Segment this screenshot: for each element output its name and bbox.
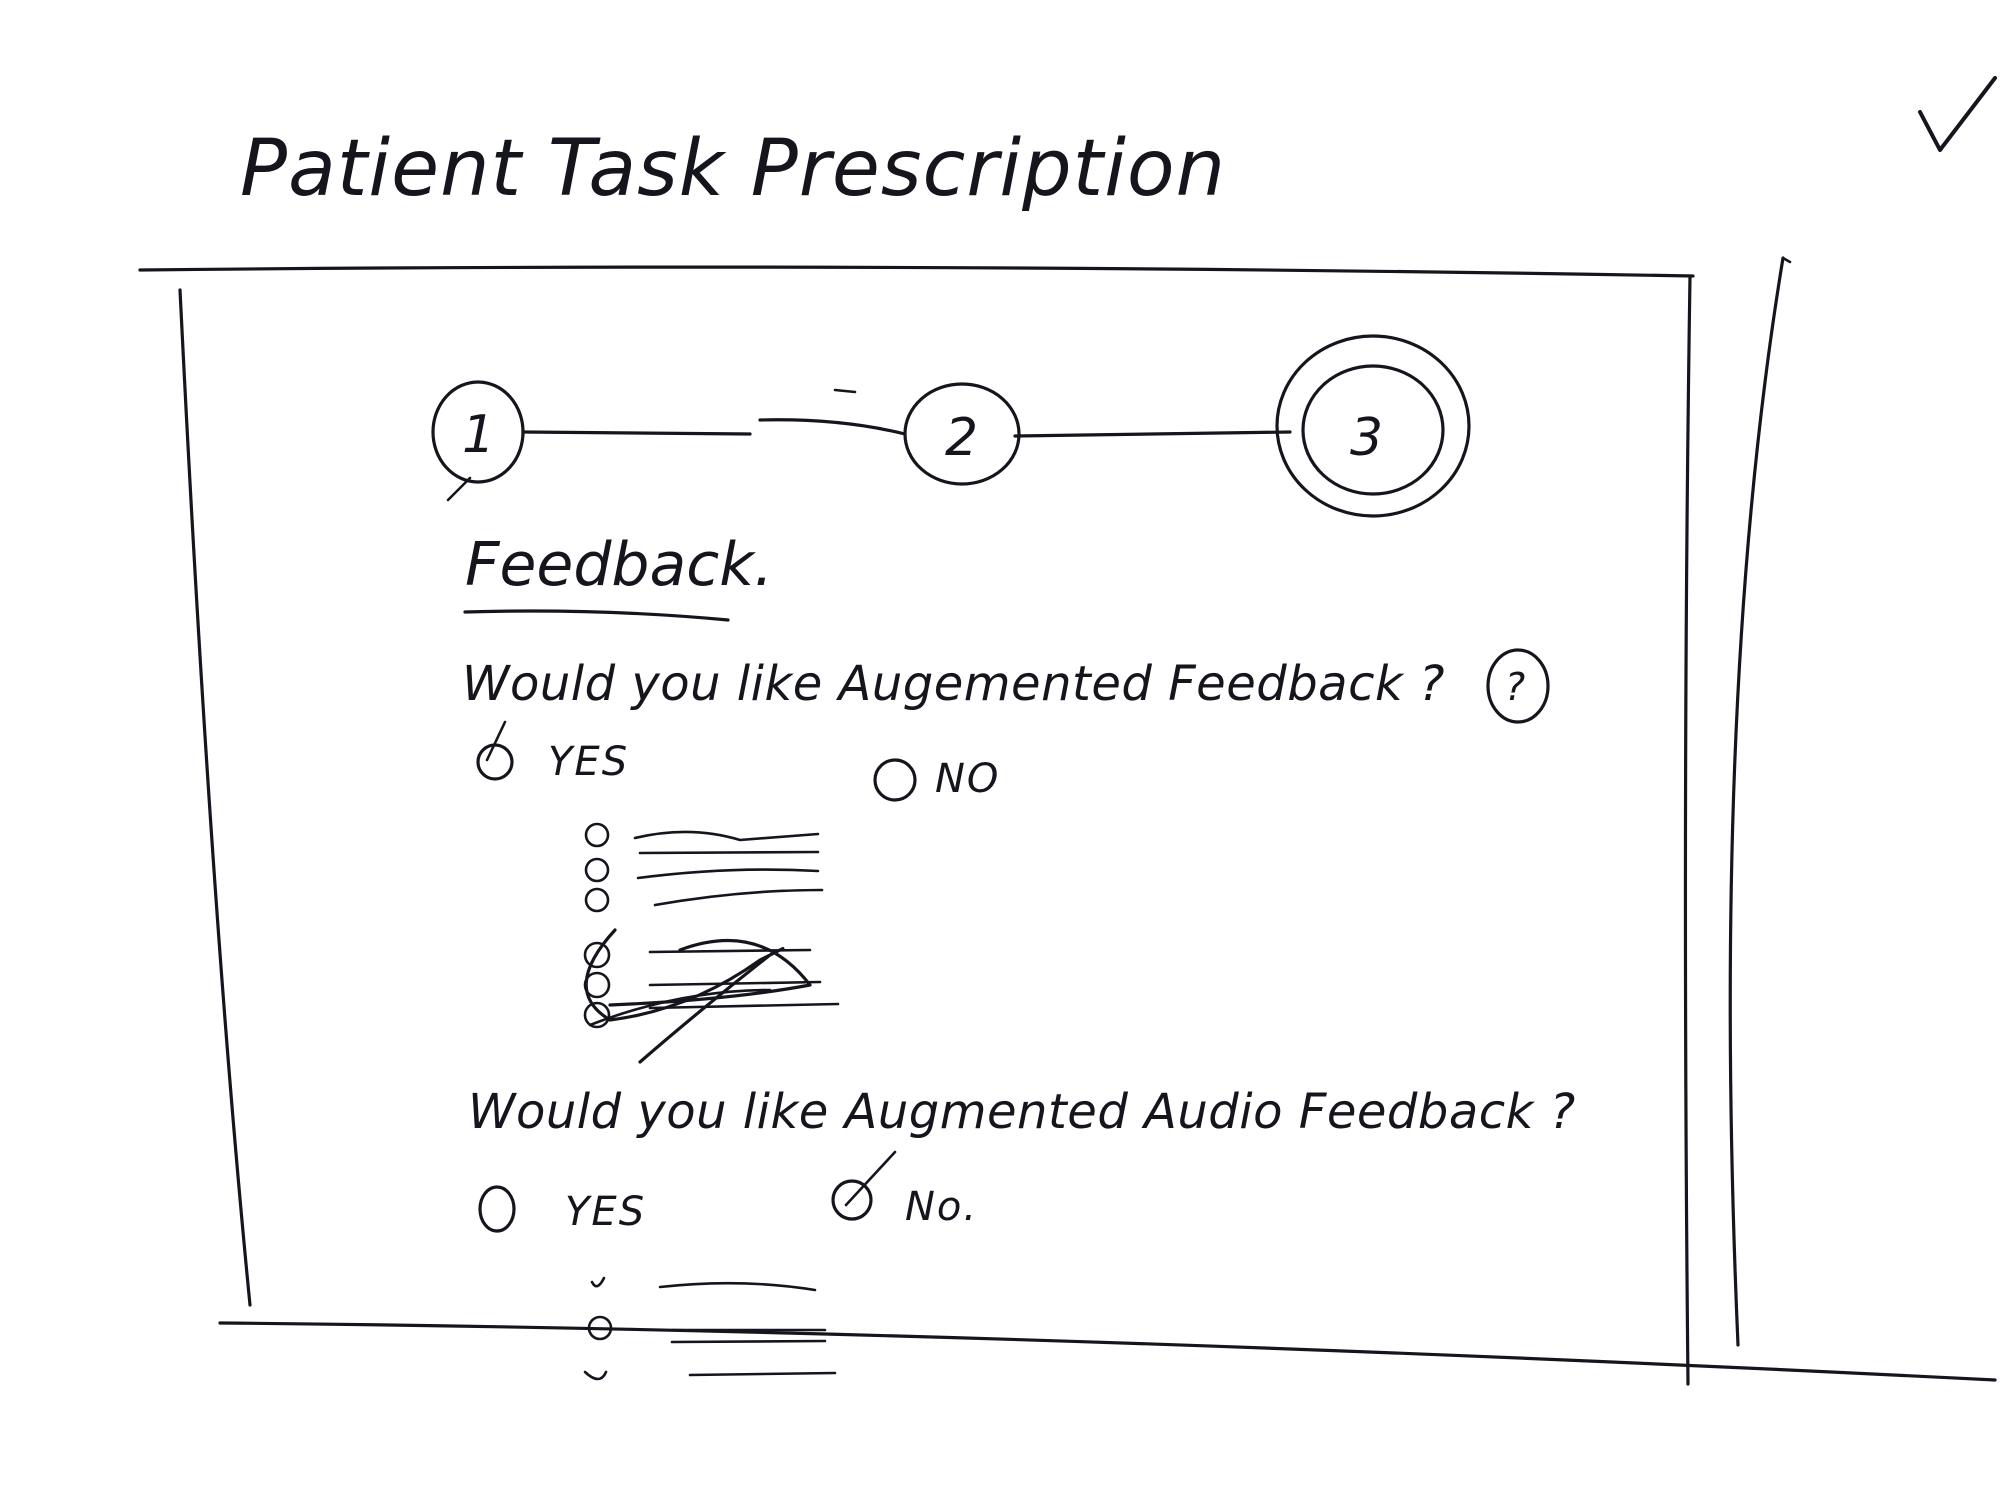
sub-option-3[interactable] (584, 887, 824, 913)
step-3-label: 3 (1350, 408, 1383, 468)
question-augmented-feedback-text: Would you like Augemented Feedback ? (462, 656, 1445, 712)
page-title: Patient Task Prescription (240, 124, 1226, 214)
radio-audio-yes-circle (478, 1185, 516, 1233)
step-2[interactable]: 2 (903, 382, 1021, 486)
radio-audio-selected-tick (844, 1150, 897, 1207)
radio-no-circle (873, 758, 917, 802)
radio-yes-circle (476, 743, 514, 781)
sub-option-1[interactable] (584, 822, 820, 855)
question-audio-feedback: Would you like Augmented Audio Feedback … (468, 1084, 1576, 1381)
question-audio-feedback-text: Would you like Augmented Audio Feedback … (468, 1084, 1576, 1140)
radio-audio-no-circle (831, 1179, 873, 1221)
audio-sub-option-3[interactable] (583, 1370, 837, 1381)
radio-audio-yes[interactable]: YES (478, 1185, 646, 1235)
crossed-out-sub-options (583, 928, 840, 1064)
section-title: Feedback. (465, 530, 773, 600)
audio-sub-options (583, 1276, 837, 1381)
radio-selected-tick (485, 720, 507, 762)
radio-augmented-no[interactable]: NO (873, 756, 1000, 802)
help-icon: ? (1505, 665, 1525, 709)
step-1-label: 1 (462, 405, 495, 465)
radio-augmented-yes-label: YES (548, 739, 629, 785)
stepper: 1 2 3 (431, 334, 1471, 518)
radio-audio-no[interactable]: No. (831, 1150, 978, 1230)
radio-audio-no-label: No. (905, 1184, 978, 1230)
step-3-current[interactable]: 3 (1275, 334, 1471, 518)
step-2-label: 2 (945, 408, 978, 468)
radio-augmented-no-label: NO (935, 756, 1000, 802)
sub-option-2[interactable] (584, 857, 820, 883)
audio-sub-option-1[interactable] (590, 1276, 817, 1292)
augmented-sub-options (584, 822, 824, 913)
question-augmented-feedback: Would you like Augemented Feedback ? ? Y… (462, 648, 1550, 1064)
checkmark-icon (1918, 76, 1997, 152)
help-button[interactable]: ? (1486, 648, 1550, 724)
audio-sub-option-2[interactable] (587, 1315, 827, 1344)
window-frame (138, 256, 1997, 1386)
section-title-underline (463, 609, 730, 622)
step-1[interactable]: 1 (431, 380, 525, 502)
radio-audio-yes-label: YES (565, 1189, 646, 1235)
radio-augmented-yes[interactable]: YES (476, 720, 629, 785)
